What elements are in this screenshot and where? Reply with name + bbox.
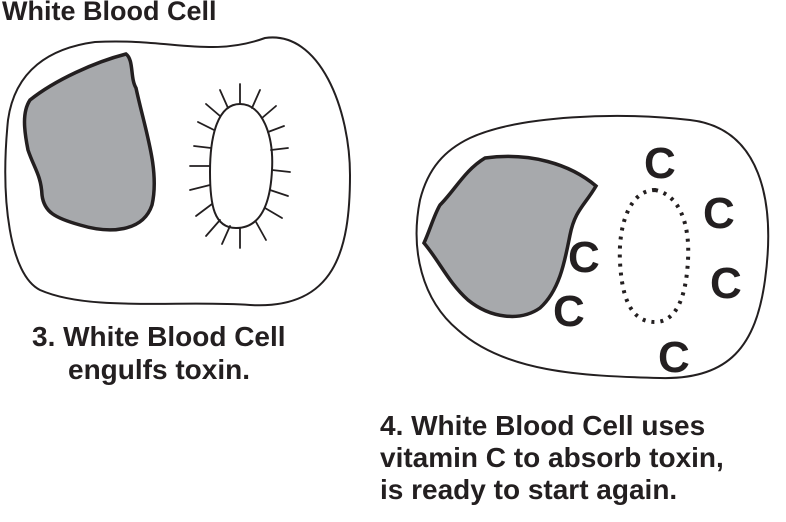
- caption-step3-line1: 3. White Blood Cell: [32, 321, 286, 352]
- white-blood-cell-step4: C C C C C C: [415, 114, 770, 382]
- vitamin-c-molecules: C C C C C C: [553, 139, 742, 382]
- vitamin-c-label: C: [568, 233, 600, 282]
- caption-step3: 3. White Blood Cell engulfs toxin.: [32, 320, 286, 386]
- caption-step4-line2: vitamin C to absorb toxin,: [380, 441, 724, 473]
- toxin-step3: [189, 83, 291, 249]
- vitamin-c-label: C: [703, 189, 735, 238]
- caption-step4-line3: is ready to start again.: [380, 473, 678, 505]
- diagram-title: White Blood Cell: [2, 0, 217, 26]
- toxin-spikes-step3: [189, 83, 291, 249]
- nucleus-step4: [421, 154, 599, 319]
- vitamin-c-label: C: [710, 259, 742, 308]
- dissolving-toxin-step4: [617, 187, 691, 325]
- caption-step3-line2: engulfs toxin.: [68, 354, 250, 386]
- white-blood-cell-step3: [4, 36, 352, 307]
- caption-step4: 4. White Blood Cell uses vitamin C to ab…: [380, 410, 724, 506]
- toxin-body-step3: [208, 102, 274, 230]
- vitamin-c-label: C: [644, 139, 676, 188]
- vitamin-c-label: C: [658, 333, 690, 382]
- nucleus-step3: [22, 52, 156, 232]
- vitamin-c-label: C: [553, 287, 585, 336]
- caption-step4-line1: 4. White Blood Cell uses: [380, 410, 706, 441]
